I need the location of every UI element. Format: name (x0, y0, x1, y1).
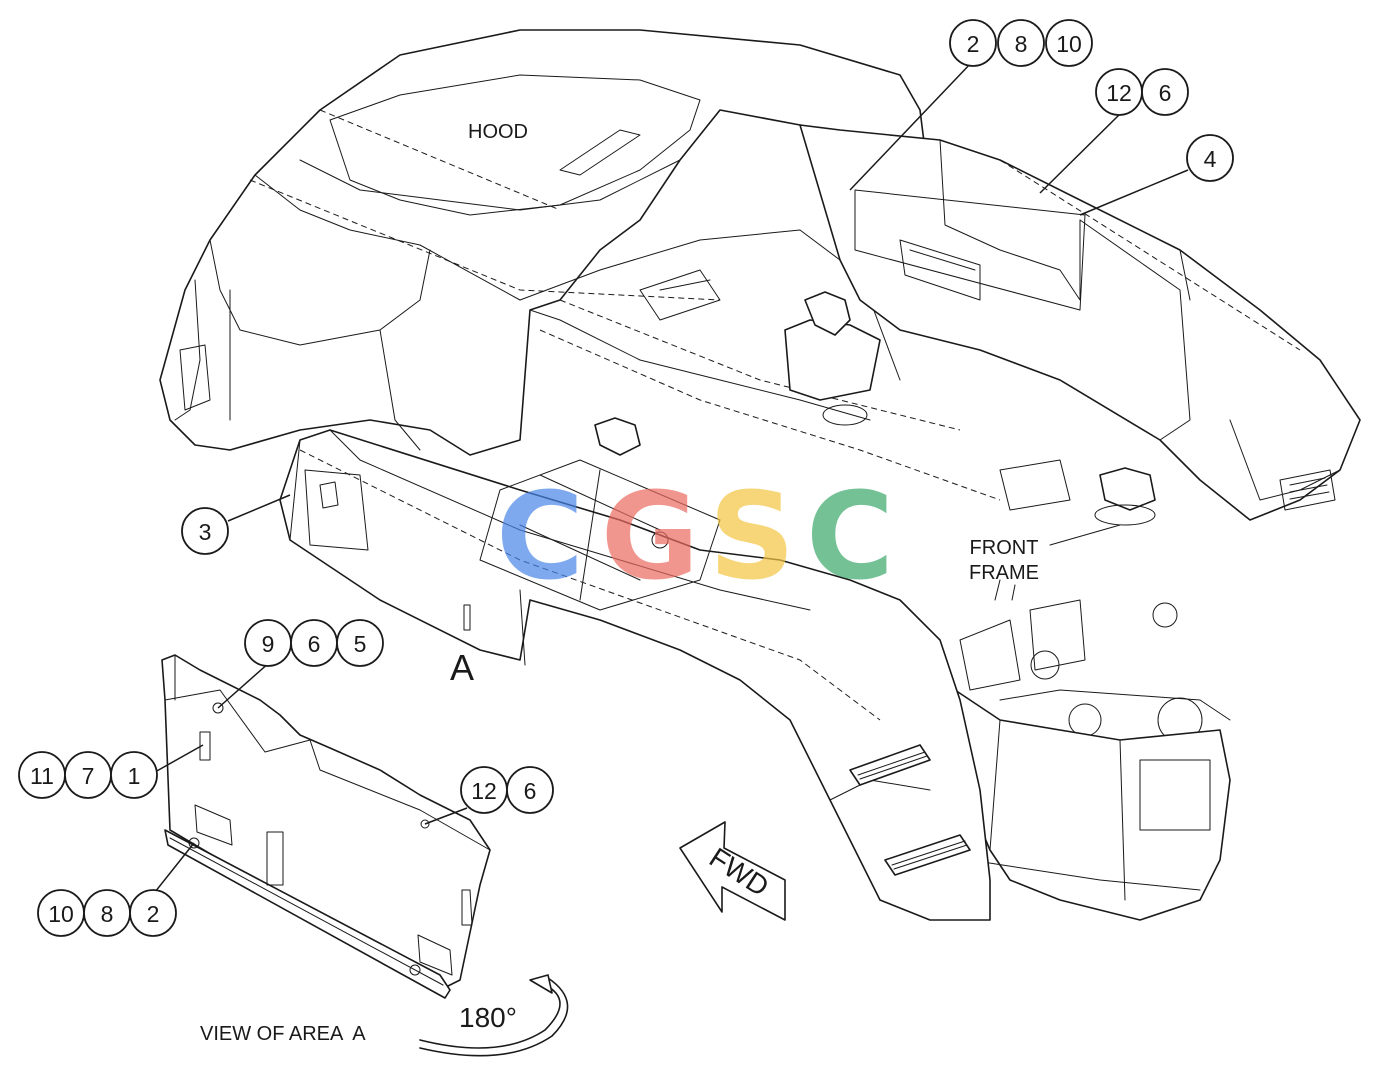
callout-group-detail-a: 9 6 5 (244, 619, 384, 667)
callout-group-top-b: 12 6 (1095, 68, 1189, 116)
callout-number: 6 (524, 778, 537, 804)
front-frame-label-line1: FRONT (970, 537, 1039, 559)
watermark-letter: G (601, 468, 700, 607)
callout-balloon (1141, 68, 1189, 116)
callout-balloon (506, 766, 554, 814)
callout-group-detail-d: 10 8 2 (37, 889, 177, 937)
callout-balloon (949, 19, 997, 67)
callout-number: 8 (101, 901, 114, 927)
rotation-arrow: 180° (419, 974, 569, 1057)
callout-group-detail-b: 11 7 1 (18, 751, 158, 799)
callout-balloon (181, 507, 229, 555)
watermark-letter: C (496, 468, 584, 607)
watermark-letter: S (709, 468, 795, 607)
callout-group-top-a: 2 8 10 (949, 19, 1093, 67)
fwd-arrow: FWD (679, 821, 786, 921)
hood-label: HOOD (468, 121, 528, 143)
callout-balloon (129, 889, 177, 937)
watermark-letter: C (806, 468, 894, 607)
callout-number: 2 (967, 31, 980, 57)
callout-number: 2 (147, 901, 160, 927)
callout-number: 7 (82, 763, 95, 789)
callout-balloon (997, 19, 1045, 67)
callout-number: 6 (1159, 80, 1172, 106)
callout-number: 12 (471, 778, 497, 804)
view-of-area-caption: VIEW OF AREA A (200, 1023, 366, 1045)
callout-group-top-c: 4 (1186, 134, 1234, 182)
callout-balloon (110, 751, 158, 799)
callout-group-detail-c: 12 6 (460, 766, 554, 814)
callout-balloon (1186, 134, 1234, 182)
callout-balloon (1045, 19, 1093, 67)
rotation-label: 180° (459, 1002, 517, 1033)
callout-balloons: 2 8 10 12 6 4 3 9 6 5 11 7 1 12 6 10 8 2 (18, 19, 1234, 937)
callout-number: 6 (308, 631, 321, 657)
callout-number: 4 (1204, 146, 1217, 172)
callout-number: 8 (1015, 31, 1028, 57)
leader-lines (154, 61, 1189, 893)
machine-illustration (159, 29, 1361, 921)
callout-number: 1 (128, 763, 141, 789)
callout-number: 10 (48, 901, 74, 927)
area-a-detail-panel (161, 654, 491, 999)
callout-balloon (336, 619, 384, 667)
front-frame-label-line2: FRAME (969, 562, 1039, 584)
area-a-marker: A (450, 647, 474, 688)
callout-number: 12 (1106, 80, 1132, 106)
callout-group-left-3: 3 (181, 507, 229, 555)
callout-number: 5 (354, 631, 367, 657)
callout-number: 10 (1056, 31, 1082, 57)
callout-number: 3 (199, 519, 212, 545)
callout-number: 11 (30, 763, 54, 789)
callout-number: 9 (262, 631, 275, 657)
